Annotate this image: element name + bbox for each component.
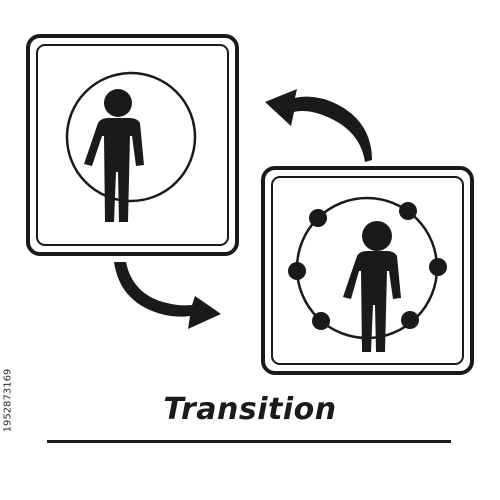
orbit-dot (429, 258, 447, 276)
person-icon (343, 221, 401, 352)
orbit-dot (401, 311, 419, 329)
right-panel-inner-frame (271, 176, 464, 365)
left-panel-inner-frame (36, 44, 229, 246)
right-panel (261, 166, 474, 375)
stock-image-id: 1952873169 (2, 368, 14, 433)
orbit-dot (288, 262, 306, 280)
diagram-title: Transition (163, 392, 337, 427)
left-panel (26, 34, 239, 256)
curved-arrow-forward-icon (114, 262, 221, 329)
orbit-dot (312, 312, 330, 330)
title-underline (47, 440, 451, 443)
left-panel-outer-frame (26, 34, 239, 256)
orbit-dot (309, 209, 327, 227)
curved-arrow-back-icon (265, 89, 372, 162)
orbit-dot (399, 202, 417, 220)
person-circle (65, 71, 197, 203)
right-panel-outer-frame (261, 166, 474, 375)
person-icon (84, 89, 144, 222)
orbit-dots (288, 202, 447, 330)
